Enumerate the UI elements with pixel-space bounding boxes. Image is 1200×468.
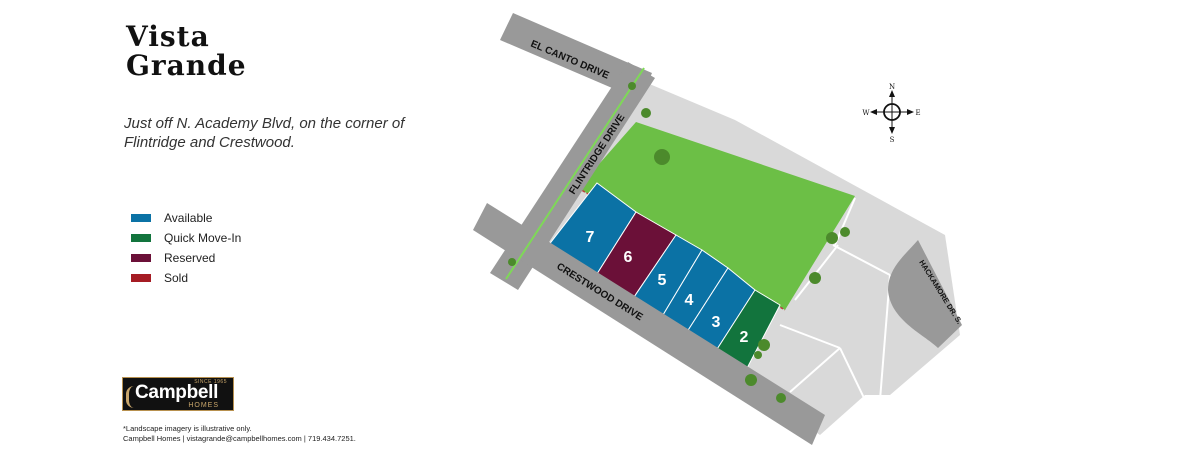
footnote: *Landscape imagery is illustrative only.… — [123, 424, 356, 444]
compass-n: N — [889, 83, 895, 91]
lot-3-label: 3 — [712, 314, 721, 331]
flintridge-median — [505, 67, 645, 280]
title-line-1: Vista — [126, 20, 210, 53]
page-title: Vista Grande — [126, 22, 247, 80]
lot-5-label: 5 — [658, 272, 667, 289]
compass-e: E — [915, 109, 920, 117]
legend-swatch-available — [131, 214, 151, 222]
legend-item-reserved: Reserved — [131, 248, 241, 268]
legend-item-available: Available — [131, 208, 241, 228]
legend-label: Sold — [164, 271, 189, 285]
lot-4-label: 4 — [685, 292, 694, 309]
legend-swatch-reserved — [131, 254, 151, 262]
legend-swatch-sold — [131, 274, 151, 282]
tree-group — [508, 82, 850, 403]
el-canto-road[interactable] — [500, 13, 652, 100]
footnote-contact: Campbell Homes | vistagrande@campbellhom… — [123, 434, 356, 443]
tree-icon — [840, 227, 850, 237]
tree-icon — [776, 393, 786, 403]
logo-name: Campbell — [135, 382, 219, 403]
tree-icon — [628, 82, 636, 90]
crestwood-road[interactable] — [473, 203, 825, 445]
legend-item-sold: Sold — [131, 268, 241, 288]
tree-icon — [641, 108, 651, 118]
footnote-disclaimer: *Landscape imagery is illustrative only. — [123, 424, 252, 433]
tree-icon — [508, 258, 516, 266]
legend-label: Available — [164, 211, 213, 225]
hackamore-road — [888, 240, 962, 348]
campbell-homes-logo: SINCE 1965 Campbell HOMES — [122, 377, 234, 411]
legend-label: Quick Move-In — [164, 231, 242, 245]
open-space — [578, 122, 855, 310]
legend-label: Reserved — [164, 251, 216, 265]
tree-icon — [754, 351, 762, 359]
compass-s: S — [890, 136, 895, 144]
legend-swatch-quick-move-in — [131, 234, 151, 242]
parcel-lines — [779, 197, 891, 401]
legend-item-quick-move-in: Quick Move-In — [131, 228, 241, 248]
logo-swoosh-icon — [126, 386, 139, 408]
title-line-2: Grande — [126, 49, 247, 82]
location-description: Just off N. Academy Blvd, on the corner … — [124, 115, 405, 151]
tree-icon — [758, 339, 770, 351]
tree-icon — [654, 149, 670, 165]
compass-rose-icon — [870, 90, 914, 134]
site-map: 7 6 5 4 3 2 EL CANTO DRIVE FLINTRIDGE DR… — [473, 13, 964, 445]
compass-w: W — [862, 109, 870, 117]
lot-7-label: 7 — [586, 229, 595, 246]
tree-icon — [809, 272, 821, 284]
lot-2-label: 2 — [740, 329, 749, 346]
tree-icon — [826, 232, 838, 244]
logo-sub: HOMES — [188, 402, 219, 409]
tree-icon — [745, 374, 757, 386]
lot-6-label: 6 — [624, 249, 633, 266]
status-legend: Available Quick Move-In Reserved Sold — [131, 208, 241, 288]
logo-since: SINCE 1965 — [194, 379, 227, 385]
